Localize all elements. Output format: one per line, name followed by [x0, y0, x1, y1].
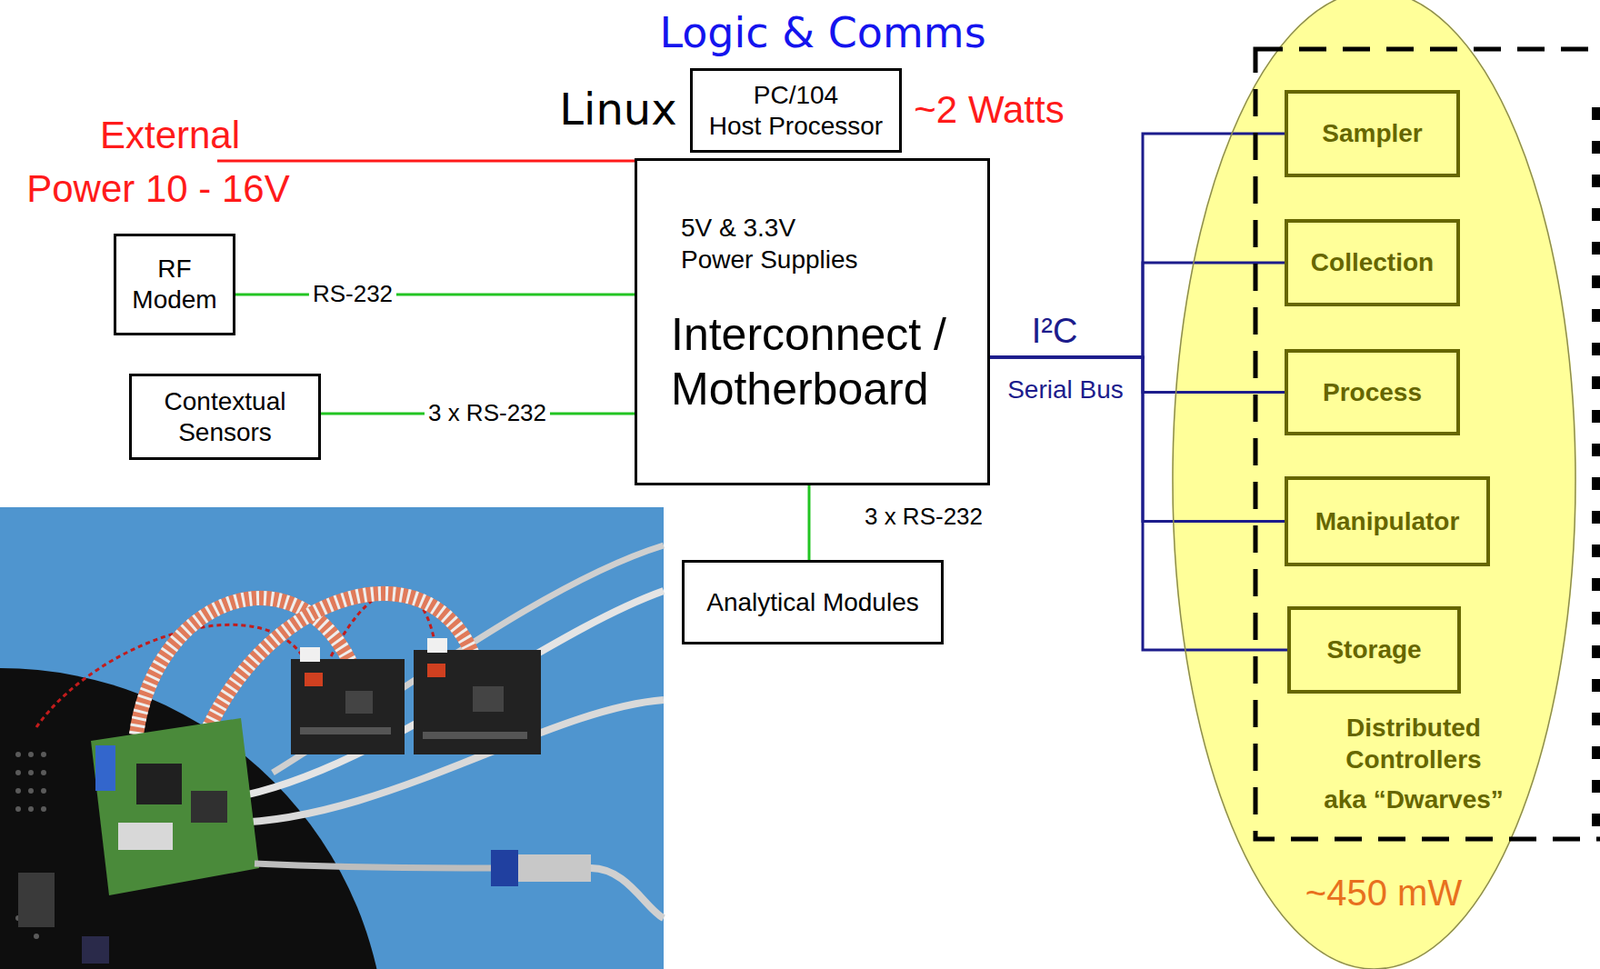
power-region: ~450 mW Distributed Controllers aka “Dwarv…: [1171, 0, 1577, 969]
node-label: aka “Dwarves”: [1323, 783, 1504, 816]
power-line: [217, 160, 635, 163]
edge-label: 3 x RS-232: [860, 502, 987, 531]
controller-box: Collection: [1284, 219, 1460, 307]
bus-branch: [990, 133, 1285, 358]
bus-name: Serial Bus: [1007, 374, 1124, 406]
box-label: Storage: [1326, 634, 1421, 666]
controller-group: Distributed Controllers aka “Dwarves” Samp…: [1252, 46, 1600, 842]
serial-link: [808, 485, 811, 560]
ellipse-outline: [1171, 0, 1577, 969]
box-label: PC/104: [753, 80, 839, 111]
edge-ticks: [1591, 107, 1600, 827]
controller-box: Sampler: [1284, 90, 1460, 178]
dashed-outline: [1252, 46, 1600, 842]
box-label: Sampler: [1321, 118, 1423, 150]
sensor-box: Contextual Sensors: [129, 373, 321, 460]
bus-branch: [990, 357, 1288, 650]
motherboard-box: 5V & 3.3V Power SuppliesInterconnect / M…: [634, 158, 990, 486]
bus-branch: [990, 357, 1285, 393]
controller-box: Manipulator: [1284, 476, 1490, 567]
controller-box: Storage: [1287, 606, 1461, 694]
ellipse-outline: [1172, 0, 1576, 969]
power-label: Power 10 - 16V: [26, 166, 290, 212]
hardware-photo: [0, 545, 664, 969]
dashed-outline: [1255, 49, 1600, 840]
edge-label: RS-232: [309, 280, 397, 309]
os-label: Linux: [559, 83, 677, 137]
box-label: Analytical Modules: [706, 587, 919, 619]
controller-box: Process: [1284, 349, 1460, 436]
box-label: RF Modem: [124, 253, 225, 315]
bus-name: I²C: [1031, 310, 1079, 353]
modem-box: RF Modem: [113, 233, 236, 336]
node-label: ~450 mW: [1305, 870, 1462, 916]
bus-branch: [990, 357, 1285, 522]
bus-branch: [990, 262, 1285, 358]
processor-box: PC/104Host Processor: [690, 68, 902, 153]
box-label: Process: [1322, 377, 1422, 409]
power-note: ~2 Watts: [913, 87, 1064, 133]
region-fill: [1171, 0, 1577, 969]
diagram-title: Logic & Comms: [659, 8, 986, 59]
edge-label: 3 x RS-232: [424, 399, 550, 428]
module-box: Analytical Modules: [681, 560, 944, 645]
serial-link: [320, 412, 635, 416]
box-label: Collection: [1310, 247, 1434, 279]
box-label: Contextual Sensors: [140, 386, 310, 448]
node-label: Distributed Controllers: [1316, 711, 1512, 776]
box-label: Host Processor: [709, 110, 883, 142]
power-label: External: [100, 112, 240, 159]
serial-link: [235, 293, 635, 297]
node-label: Interconnect / Motherboard: [670, 307, 980, 417]
node-label: 5V & 3.3V Power Supplies: [680, 211, 868, 276]
box-label: Manipulator: [1315, 506, 1460, 538]
